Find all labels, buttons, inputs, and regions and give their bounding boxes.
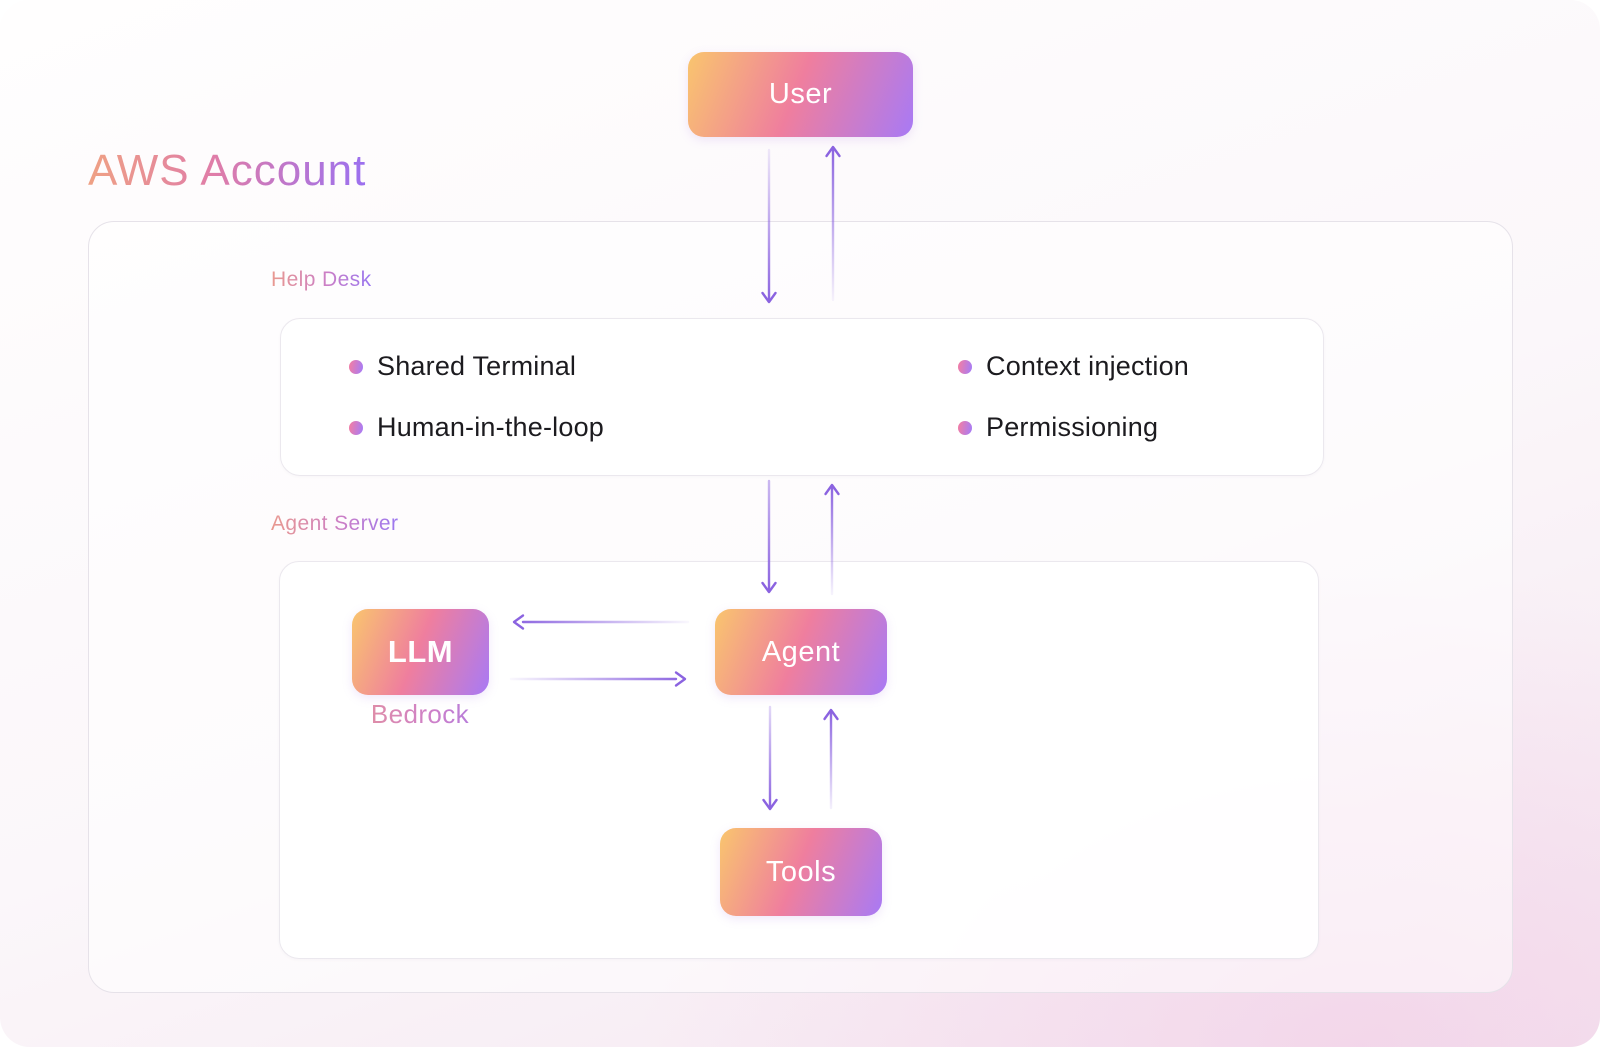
feature-shared-terminal: Shared Terminal — [349, 351, 958, 382]
feature-label: Shared Terminal — [377, 351, 577, 381]
tools-node: Tools — [720, 828, 882, 916]
helpdesk-panel: Shared Terminal Context injection Human-… — [280, 318, 1324, 476]
feature-permissioning: Permissioning — [958, 412, 1323, 443]
llm-node: LLM — [352, 609, 489, 695]
user-node-label: User — [768, 78, 833, 110]
tools-node-label: Tools — [765, 855, 837, 888]
agent-node-label: Agent — [761, 635, 841, 668]
page-title: AWS Account — [88, 146, 367, 195]
user-node: User — [688, 52, 913, 137]
bullet-dot-icon — [958, 359, 972, 374]
feature-context-injection: Context injection — [958, 351, 1323, 382]
feature-human-in-the-loop: Human-in-the-loop — [349, 412, 958, 443]
bullet-dot-icon — [349, 420, 363, 435]
bullet-dot-icon — [349, 359, 363, 374]
feature-label: Permissioning — [986, 412, 1159, 442]
aws-account-container: Help Desk Shared Terminal Context inject… — [88, 221, 1513, 993]
feature-label: Context injection — [986, 351, 1190, 381]
agent-node: Agent — [715, 609, 887, 695]
agent-server-panel: LLM Bedrock Agent Tools — [279, 561, 1319, 959]
feature-label: Human-in-the-loop — [377, 412, 605, 442]
helpdesk-section-label: Help Desk — [271, 268, 372, 291]
agent-server-section-label: Agent Server — [271, 512, 399, 535]
bullet-dot-icon — [958, 420, 972, 435]
bedrock-label: Bedrock — [320, 699, 520, 730]
llm-node-label: LLM — [387, 634, 454, 669]
